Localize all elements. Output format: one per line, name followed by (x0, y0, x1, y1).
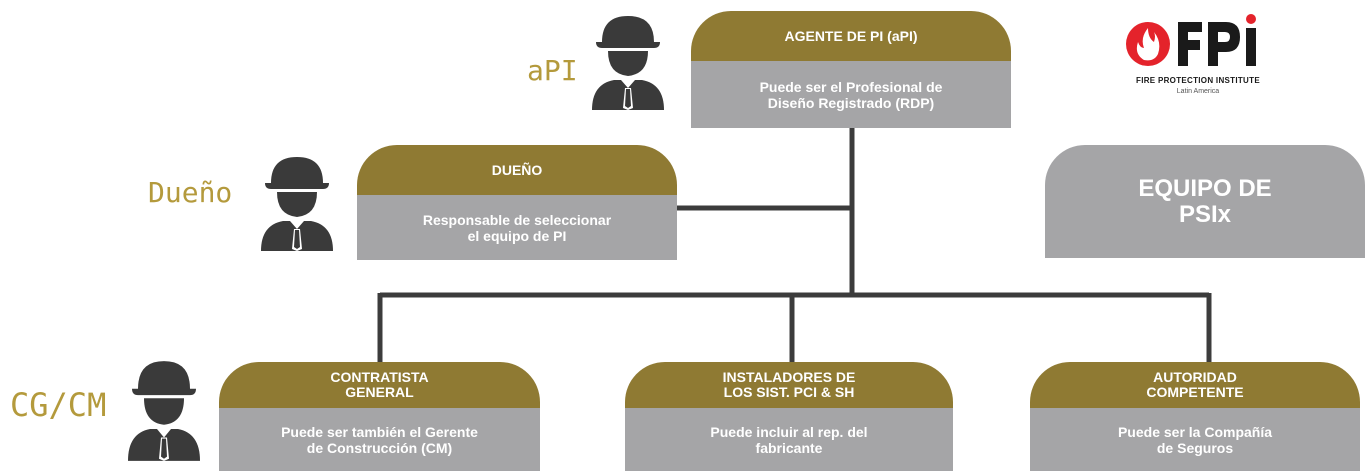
fpi-logo: FIRE PROTECTION INSTITUTE Latin America (1118, 10, 1278, 110)
agent-title: AGENTE DE PI (aPI) (691, 11, 1011, 61)
authority-title: AUTORIDAD COMPETENTE (1030, 362, 1360, 408)
agent-description: Puede ser el Profesional de Diseño Regis… (691, 61, 1011, 128)
owner-title: DUEÑO (357, 145, 677, 195)
authority-node: AUTORIDAD COMPETENTE Puede ser la Compañ… (1030, 362, 1360, 471)
contractor-node: CONTRATISTA GENERAL Puede ser también el… (219, 362, 540, 471)
api-role-label: aPI (527, 54, 578, 87)
contractor-description: Puede ser también el Gerente de Construc… (219, 408, 540, 471)
contractor-title: CONTRATISTA GENERAL (219, 362, 540, 408)
owner-worker-icon (261, 157, 333, 251)
installers-description: Puede incluir al rep. del fabricante (625, 408, 953, 471)
installers-node: INSTALADORES DE LOS SIST. PCI & SH Puede… (625, 362, 953, 471)
owner-role-label: Dueño (148, 176, 233, 209)
owner-node: DUEÑO Responsable de seleccionar el equi… (357, 145, 677, 260)
owner-description: Responsable de seleccionar el equipo de … (357, 195, 677, 260)
authority-description: Puede ser la Compañía de Seguros (1030, 408, 1360, 471)
agent-node: AGENTE DE PI (aPI) Puede ser el Profesio… (691, 11, 1011, 128)
fpi-logo-mark (1126, 14, 1256, 66)
team-box: EQUIPO DE PSIx (1045, 145, 1365, 258)
api-worker-icon (592, 16, 664, 110)
gc-worker-icon (128, 361, 200, 461)
gc-role-label: CG/CM (10, 386, 107, 424)
logo-line-2: Latin America (1176, 88, 1220, 95)
logo-line-1: FIRE PROTECTION INSTITUTE (1136, 76, 1260, 85)
installers-title: INSTALADORES DE LOS SIST. PCI & SH (625, 362, 953, 408)
